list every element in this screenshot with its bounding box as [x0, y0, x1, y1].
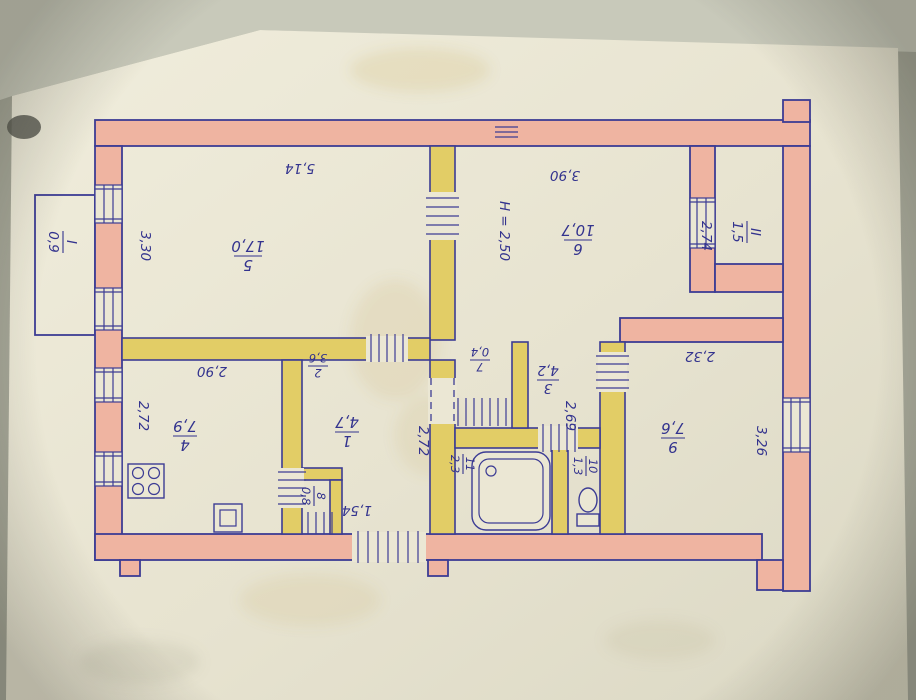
photo-of-floor-plan: 5 17,0 6 10,7 4 7,9 1 4,7 2 3,6 3 4,2 — [0, 0, 916, 700]
floor-plan-canvas: 5 17,0 6 10,7 4 7,9 1 4,7 2 3,6 3 4,2 — [0, 0, 916, 700]
photo-vignette — [0, 0, 916, 700]
